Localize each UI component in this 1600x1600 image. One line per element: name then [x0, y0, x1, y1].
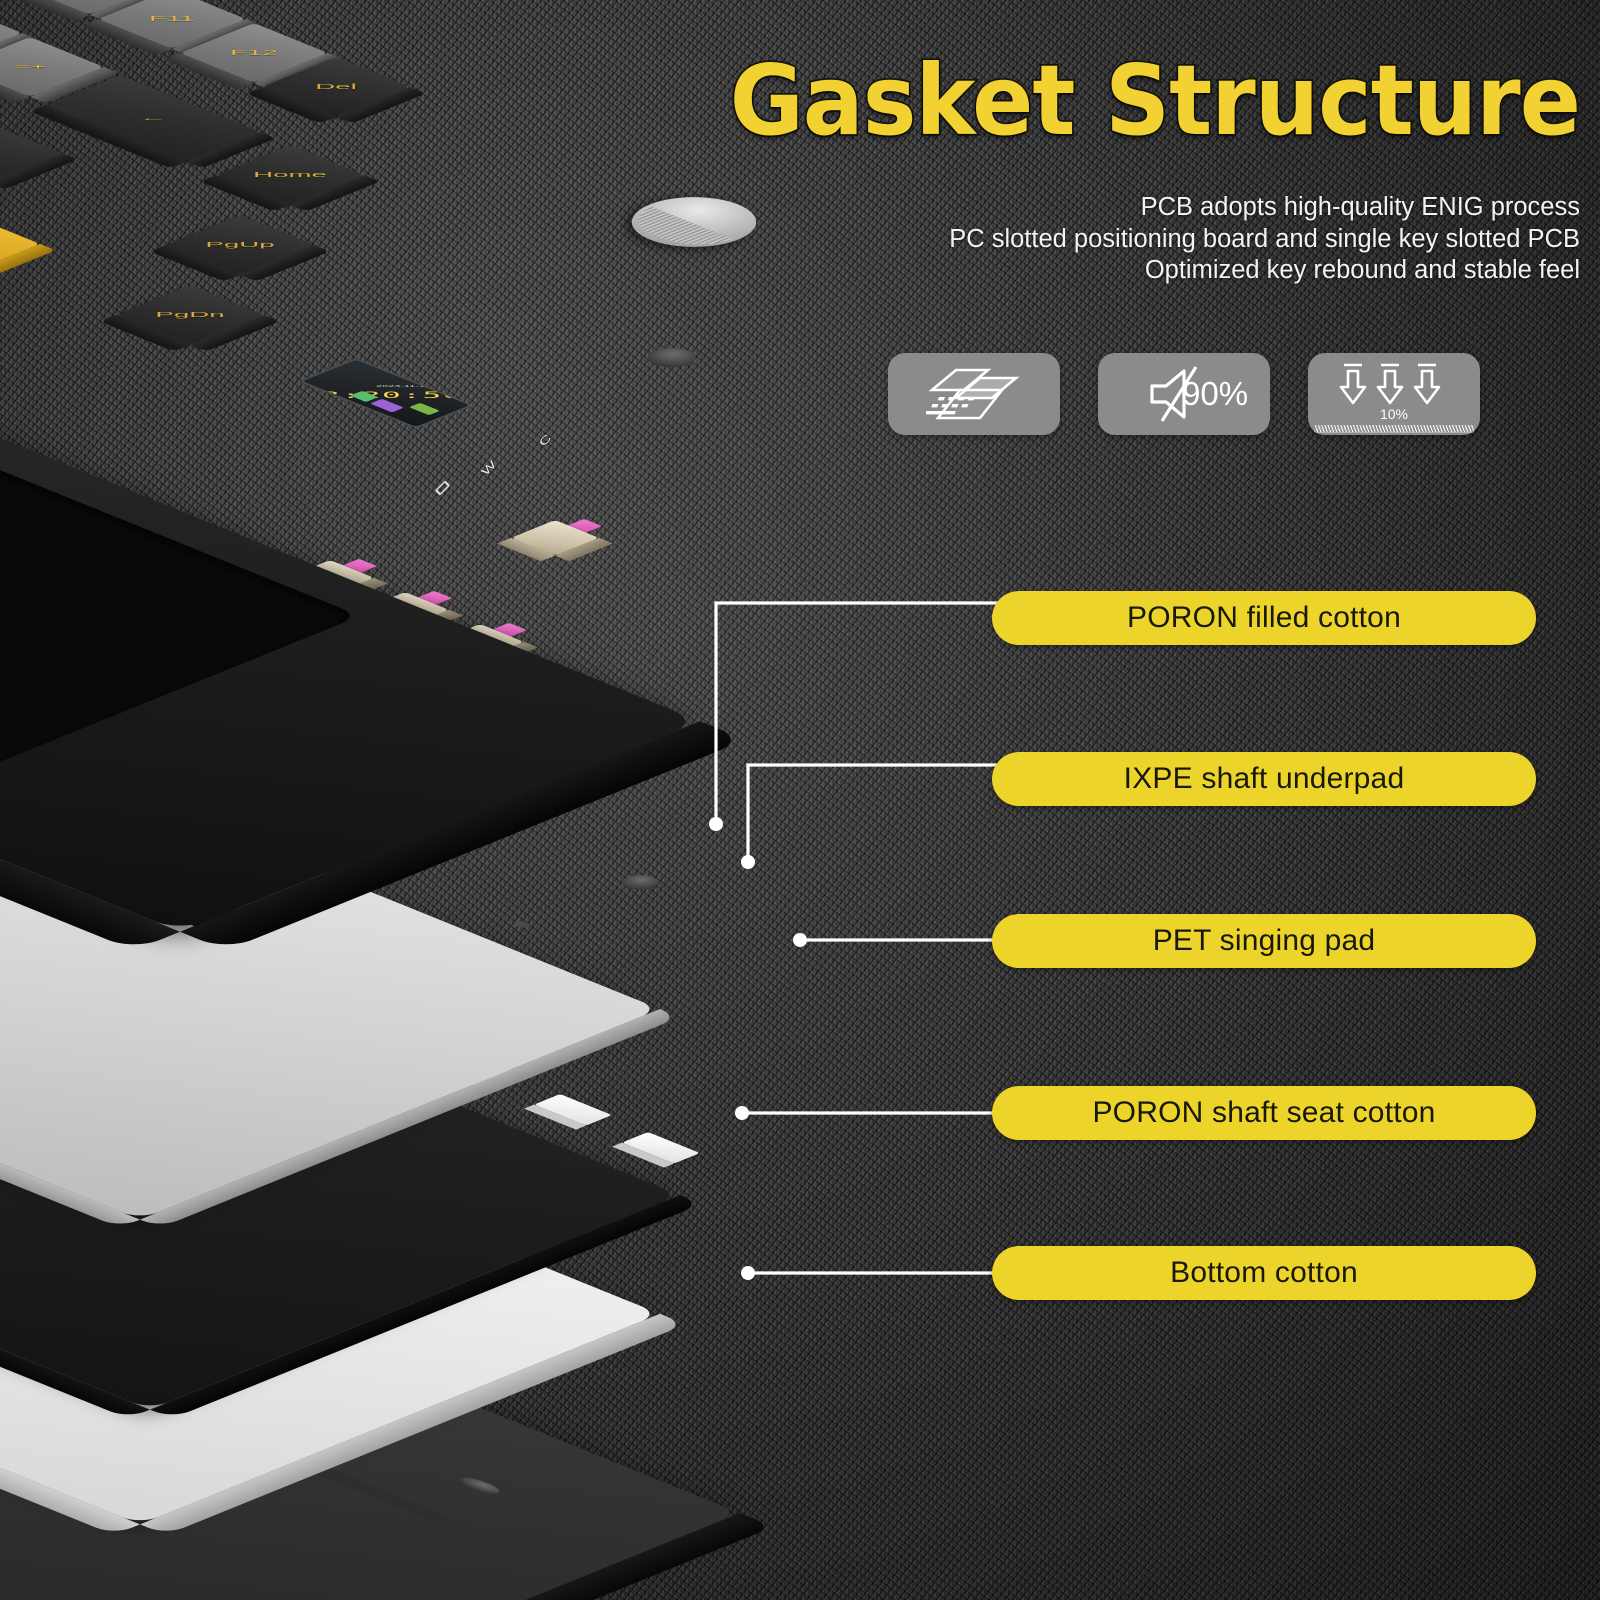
subtitle-line-3: Optimized key rebound and stable feel	[1144, 256, 1580, 284]
noise-percentage: 90%	[1182, 375, 1249, 412]
feature-badge-noise-reduction[interactable]: 90%	[1098, 353, 1270, 435]
subtitle-line-2: PC slotted positioning board and single …	[949, 224, 1580, 253]
callout-label: PET singing pad	[1152, 924, 1376, 957]
foam-tab	[534, 1094, 612, 1126]
callout-pet-singing-pad[interactable]: PET singing pad	[992, 914, 1536, 968]
hatched-base-bar	[1314, 425, 1474, 432]
triple-down-arrow-icon	[1334, 363, 1454, 419]
callout-label: Bottom cotton	[1170, 1256, 1358, 1289]
callout-bottom-cotton[interactable]: Bottom cotton	[992, 1246, 1536, 1300]
callout-poron-shaft-seat-cotton[interactable]: PORON shaft seat cotton	[992, 1086, 1536, 1140]
page-title: Gasket Structure	[728, 44, 1582, 157]
pcb-screw-hole	[614, 872, 666, 893]
feature-badge-layered-plates[interactable]	[888, 353, 1060, 435]
speaker-muted-icon	[1144, 365, 1224, 423]
callout-ixpe-shaft-underpad[interactable]: IXPE shaft underpad	[992, 752, 1536, 806]
callout-label: IXPE shaft underpad	[1123, 762, 1405, 795]
callout-label: PORON shaft seat cotton	[1092, 1096, 1436, 1129]
damping-percentage: 10%	[1379, 406, 1409, 422]
subtitle-line-1: PCB adopts high-quality ENIG process	[1140, 193, 1580, 221]
feature-badge-damping[interactable]: 10%	[1308, 353, 1480, 435]
callout-poron-filled-cotton[interactable]: PORON filled cotton	[992, 591, 1536, 645]
feature-badges: 90% 10%	[888, 353, 1480, 435]
callout-label: PORON filled cotton	[1127, 601, 1401, 634]
subtitle-block: PCB adopts high-quality ENIG process PC …	[700, 192, 1580, 287]
layered-plates-keyboard-icon	[926, 364, 1022, 424]
foam-tab	[622, 1132, 700, 1164]
